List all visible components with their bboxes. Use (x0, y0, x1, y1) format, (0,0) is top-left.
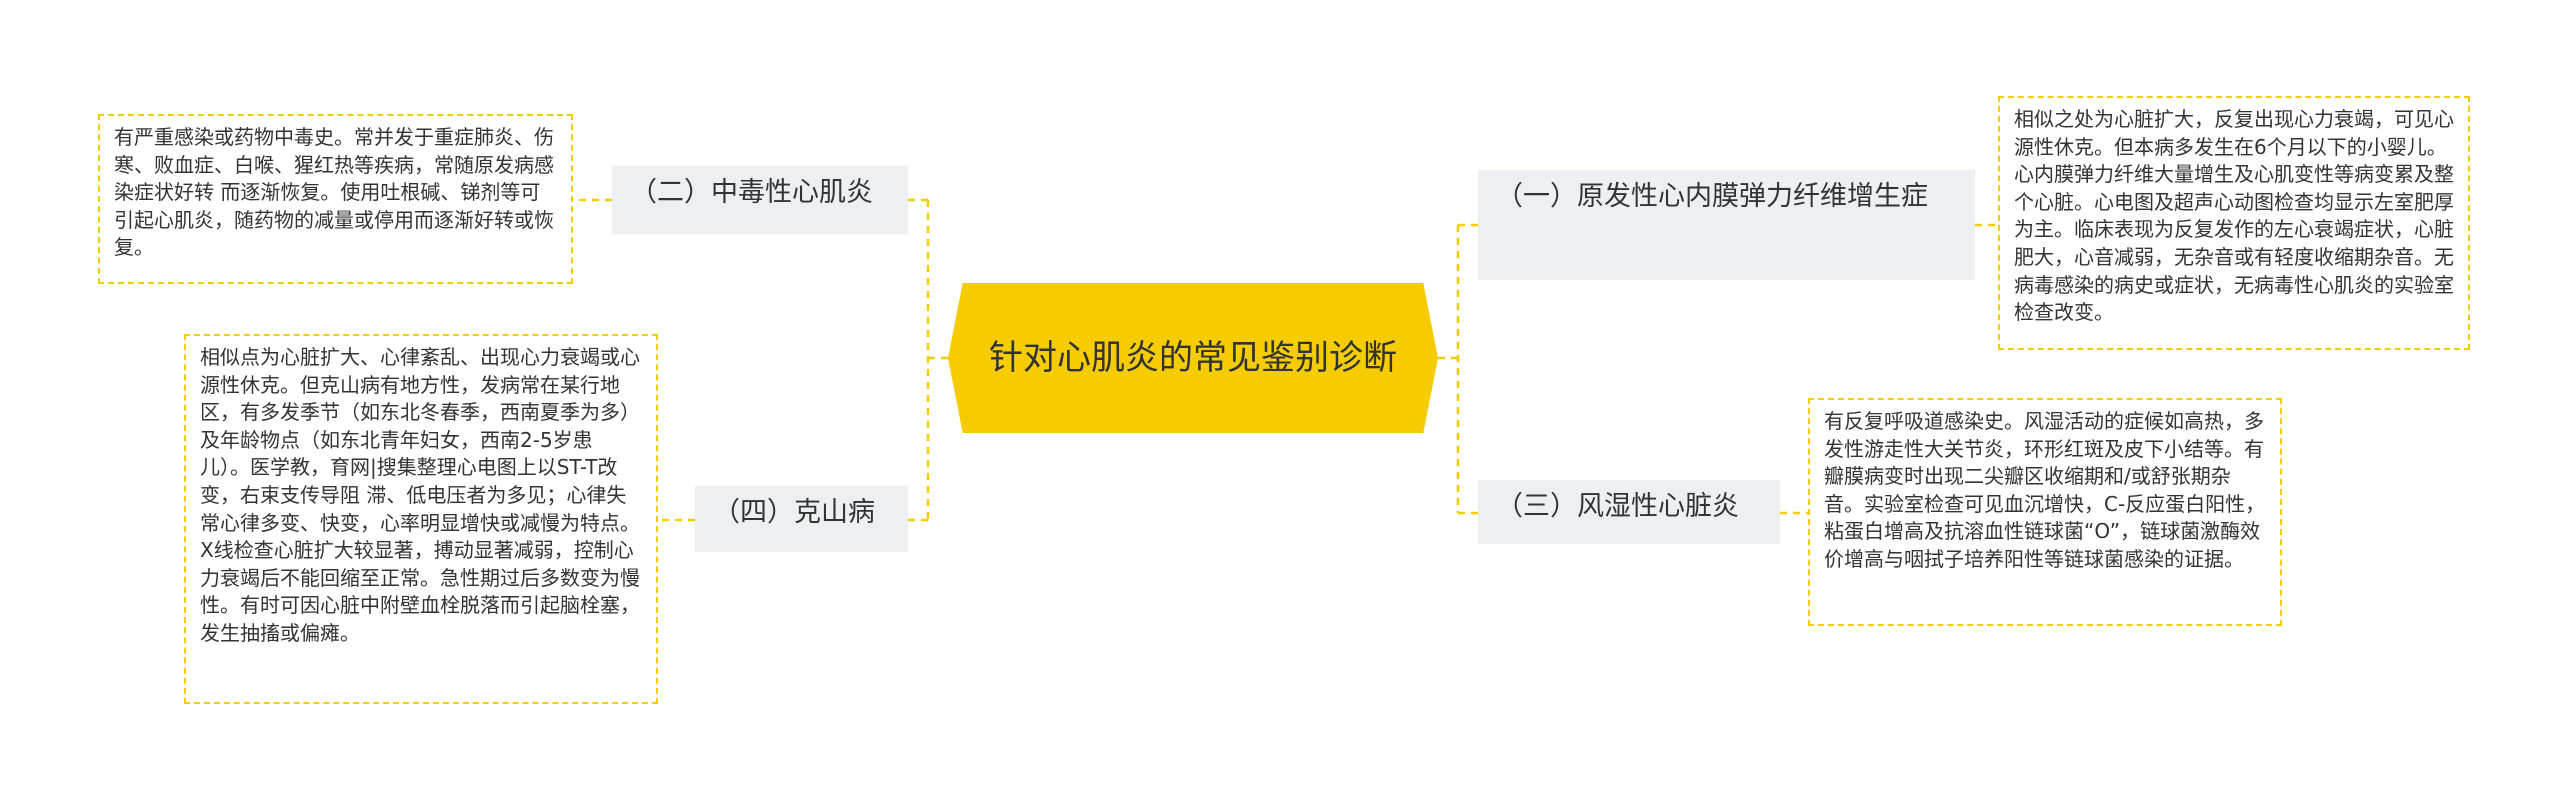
detail-text: 有反复呼吸道感染史。风湿活动的症候如高热，多发性游走性大关节炎，环形红斑及皮下小… (1824, 409, 2266, 571)
branch-rheumatic-carditis[interactable]: （三）风湿性心脏炎 (1478, 480, 1780, 544)
detail-text: 有严重感染或药物中毒史。常并发于重症肺炎、伤寒、败血症、白喉、猩红热等疾病，常随… (114, 125, 554, 260)
branch-label: （一）原发性心内膜弹力纤维增生症 (1496, 181, 1928, 212)
branch-primary-endocardial-fibroelastosis[interactable]: （一）原发性心内膜弹力纤维增生症 (1478, 170, 1975, 280)
branch-keshan-disease[interactable]: （四）克山病 (695, 486, 908, 552)
detail-keshan-disease[interactable]: 相似点为心脏扩大、心律紊乱、出现心力衰竭或心源性休克。但克山病有地方性，发病常在… (184, 334, 658, 704)
branch-toxic-myocarditis[interactable]: （二）中毒性心肌炎 (612, 166, 908, 234)
branch-label: （二）中毒性心肌炎 (630, 177, 873, 208)
detail-primary-endocardial-fibroelastosis[interactable]: 相似之处为心脏扩大，反复出现心力衰竭，可见心源性休克。但本病多发生在6个月以下的… (1998, 96, 2470, 350)
detail-text: 相似点为心脏扩大、心律紊乱、出现心力衰竭或心源性休克。但克山病有地方性，发病常在… (200, 345, 640, 645)
detail-rheumatic-carditis[interactable]: 有反复呼吸道感染史。风湿活动的症候如高热，多发性游走性大关节炎，环形红斑及皮下小… (1808, 398, 2282, 626)
detail-toxic-myocarditis[interactable]: 有严重感染或药物中毒史。常并发于重症肺炎、伤寒、败血症、白喉、猩红热等疾病，常随… (98, 114, 573, 284)
branch-label: （三）风湿性心脏炎 (1496, 491, 1739, 522)
branch-label: （四）克山病 (713, 497, 875, 528)
central-topic-title: 针对心肌炎的常见鉴别诊断 (989, 338, 1397, 378)
detail-text: 相似之处为心脏扩大，反复出现心力衰竭，可见心源性休克。但本病多发生在6个月以下的… (2014, 107, 2454, 325)
central-topic[interactable]: 针对心肌炎的常见鉴别诊断 (948, 283, 1438, 433)
